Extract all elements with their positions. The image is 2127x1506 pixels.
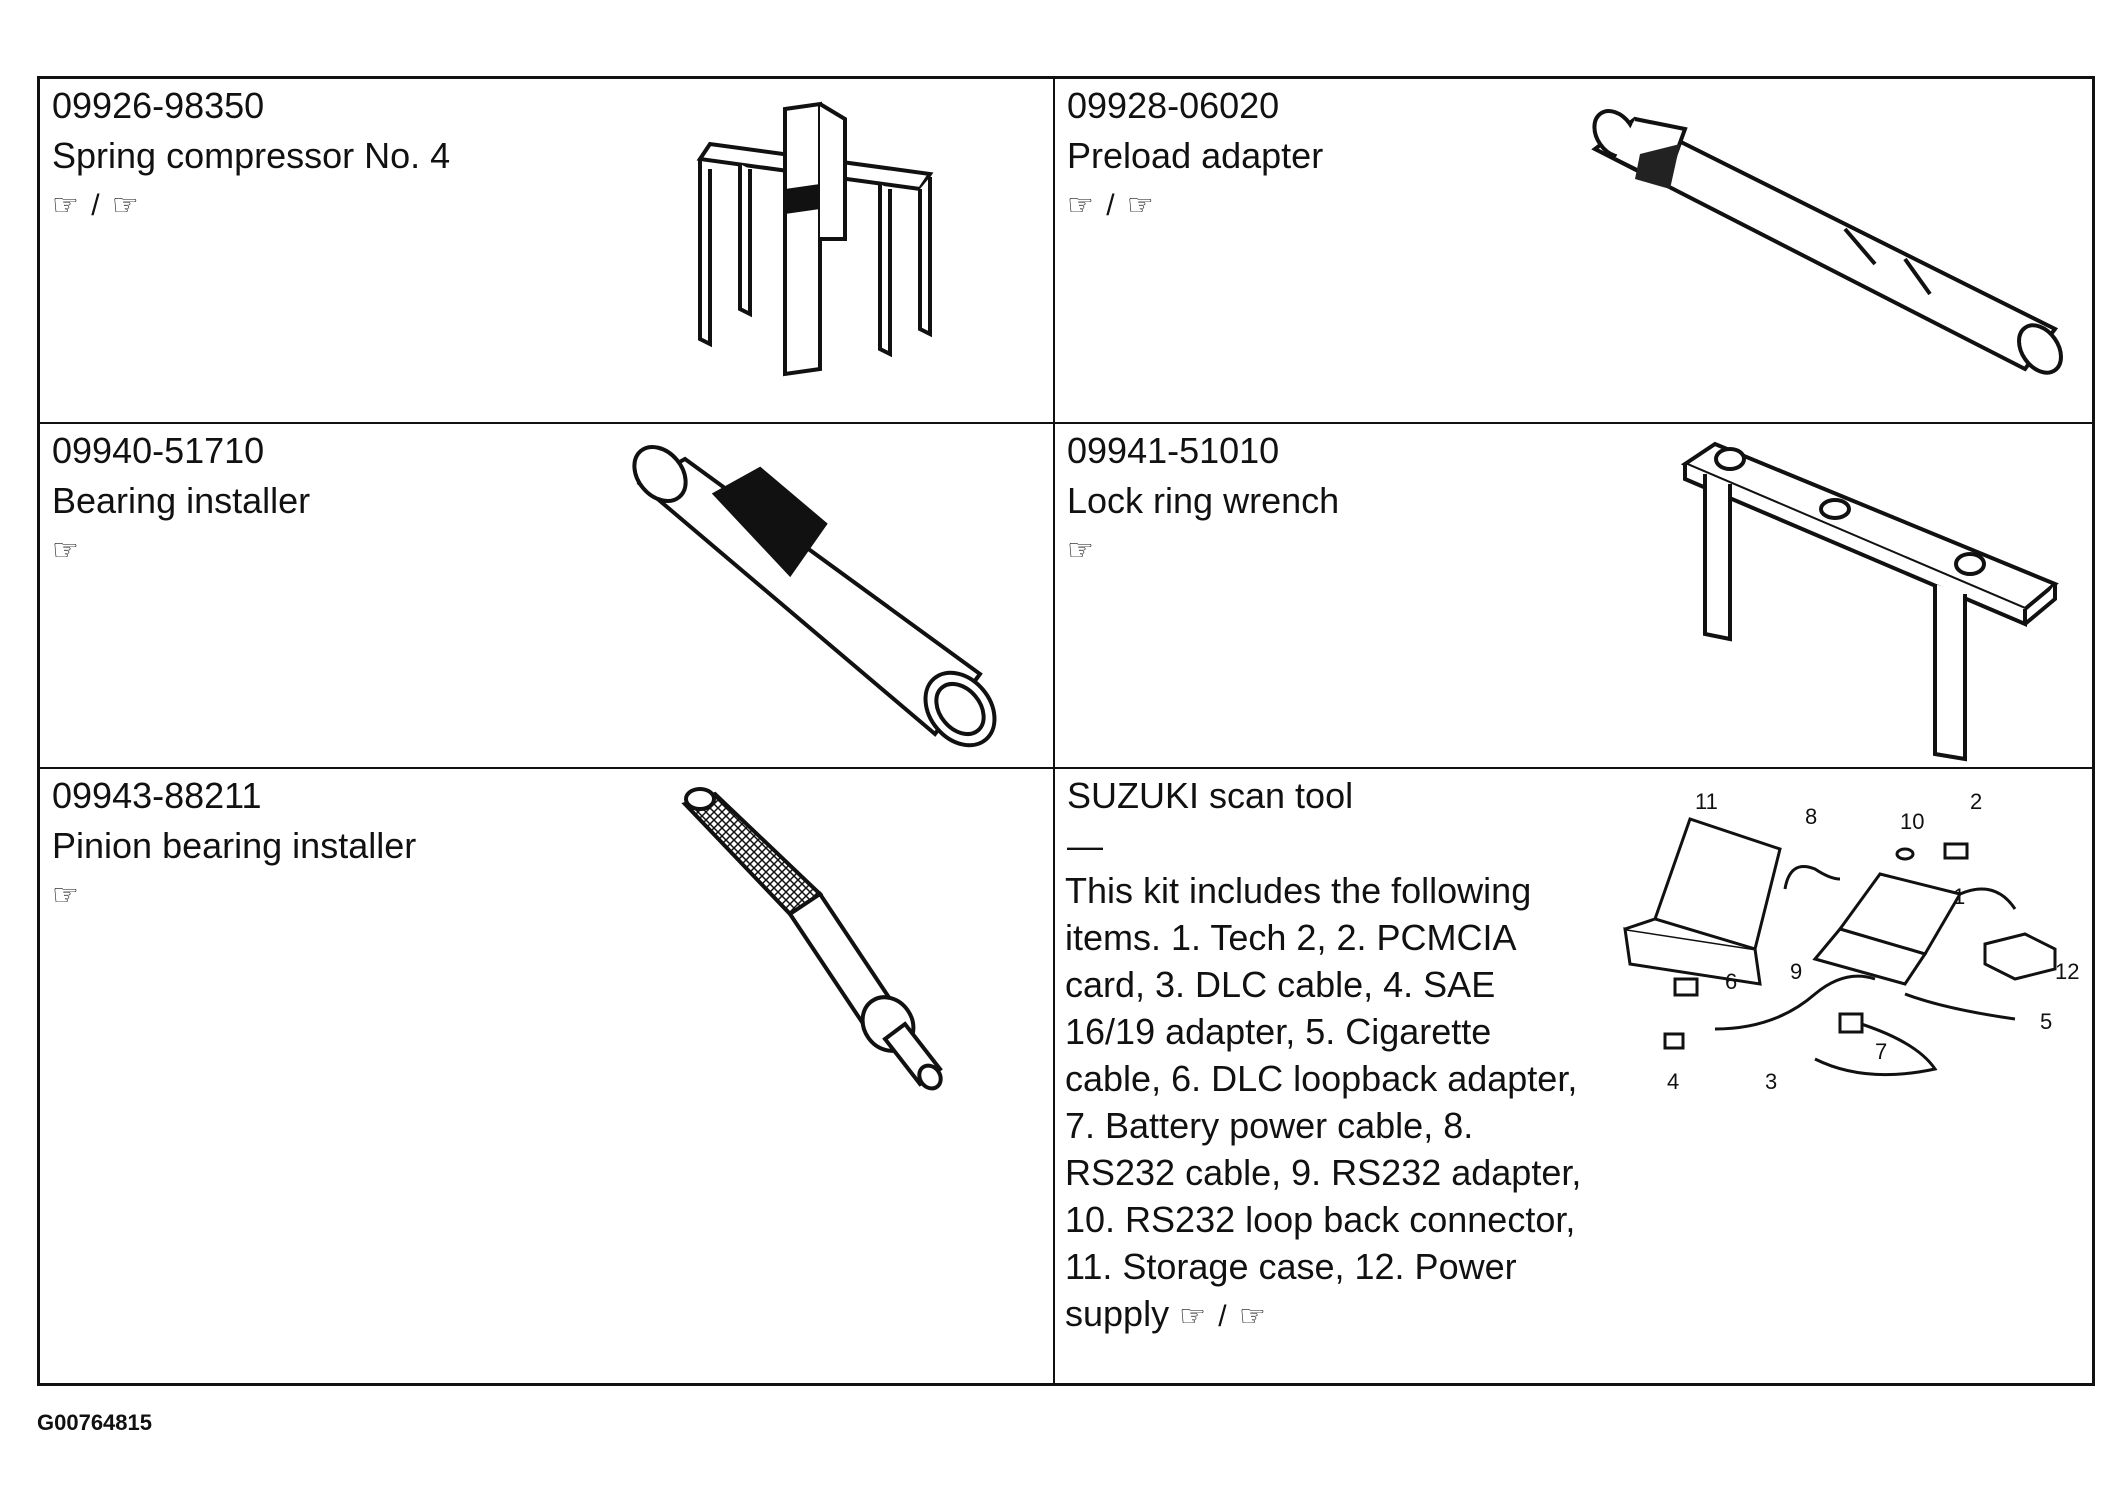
callout-label: 12 <box>2055 959 2079 984</box>
preload-adapter-illustration <box>1591 109 2063 375</box>
callout-label: 5 <box>2040 1009 2052 1034</box>
callout-label: 7 <box>1875 1039 1887 1064</box>
callout-label: 3 <box>1765 1069 1777 1094</box>
callout-label: 6 <box>1725 969 1737 994</box>
part-number: 09941-51010 <box>1067 430 1280 471</box>
reference-icon: ☞ / ☞ <box>52 189 141 222</box>
lock-ring-wrench-illustration <box>1680 441 2059 762</box>
table-row: 09943-88211 Pinion bearing installer ☞ <box>40 769 2092 1383</box>
pinion-bearing-installer-illustration <box>681 787 943 1091</box>
tool-cell-bearing-installer: 09940-51710 Bearing installer ☞ <box>40 424 1055 767</box>
part-number: 09943-88211 <box>52 775 262 816</box>
tool-cell-lock-ring-wrench: 09941-51010 Lock ring wrench ☞ <box>1055 424 2092 767</box>
figure-id: G00764815 <box>37 1410 152 1435</box>
callout-label: 4 <box>1667 1069 1679 1094</box>
bearing-installer-illustration <box>632 445 997 748</box>
reference-icon: ☞ <box>52 534 81 567</box>
description-text: This kit includes the following items. 1… <box>1065 870 1582 1334</box>
tool-cell-preload-adapter: 09928-06020 Preload adapter ☞ / ☞ <box>1055 79 2092 422</box>
special-tools-table: 09926-98350 Spring compressor No. 4 ☞ / … <box>37 76 2095 1386</box>
tool-cell-pinion-bearing-installer: 09943-88211 Pinion bearing installer ☞ <box>40 769 1055 1383</box>
callout-label: 11 <box>1695 789 1718 814</box>
part-number: 09940-51710 <box>52 430 265 471</box>
callout-label: 1 <box>1953 884 1965 909</box>
tool-name: Lock ring wrench <box>1067 480 1340 521</box>
table-row: 09940-51710 Bearing installer ☞ 09941-51… <box>40 424 2092 769</box>
callout-label: 10 <box>1900 809 1924 834</box>
reference-icon: ☞ / ☞ <box>1179 1300 1268 1333</box>
tool-name: SUZUKI scan tool <box>1067 775 1354 816</box>
scan-tool-kit-illustration: 1 2 3 4 5 6 7 8 9 10 11 12 <box>1623 789 2079 1094</box>
tool-cell-spring-compressor: 09926-98350 Spring compressor No. 4 ☞ / … <box>40 79 1055 422</box>
callout-label: 9 <box>1790 959 1802 984</box>
part-number-dash: — <box>1067 825 1103 866</box>
part-number: 09926-98350 <box>52 85 265 126</box>
callout-label: 2 <box>1970 789 1982 814</box>
tool-name: Spring compressor No. 4 <box>52 135 451 176</box>
tool-name: Bearing installer <box>52 480 311 521</box>
table-row: 09926-98350 Spring compressor No. 4 ☞ / … <box>40 79 2092 424</box>
scan-tool-description: This kit includes the following items. 1… <box>1065 867 1585 1340</box>
reference-icon: ☞ <box>1067 534 1096 567</box>
spring-compressor-illustration <box>696 101 934 377</box>
callout-label: 8 <box>1805 804 1817 829</box>
tool-cell-suzuki-scan-tool: SUZUKI scan tool — This kit includes the… <box>1055 769 2092 1383</box>
reference-icon: ☞ <box>52 879 81 912</box>
reference-icon: ☞ / ☞ <box>1067 189 1156 222</box>
tool-name: Pinion bearing installer <box>52 825 417 866</box>
tool-name: Preload adapter <box>1067 135 1324 176</box>
part-number: 09928-06020 <box>1067 85 1280 126</box>
